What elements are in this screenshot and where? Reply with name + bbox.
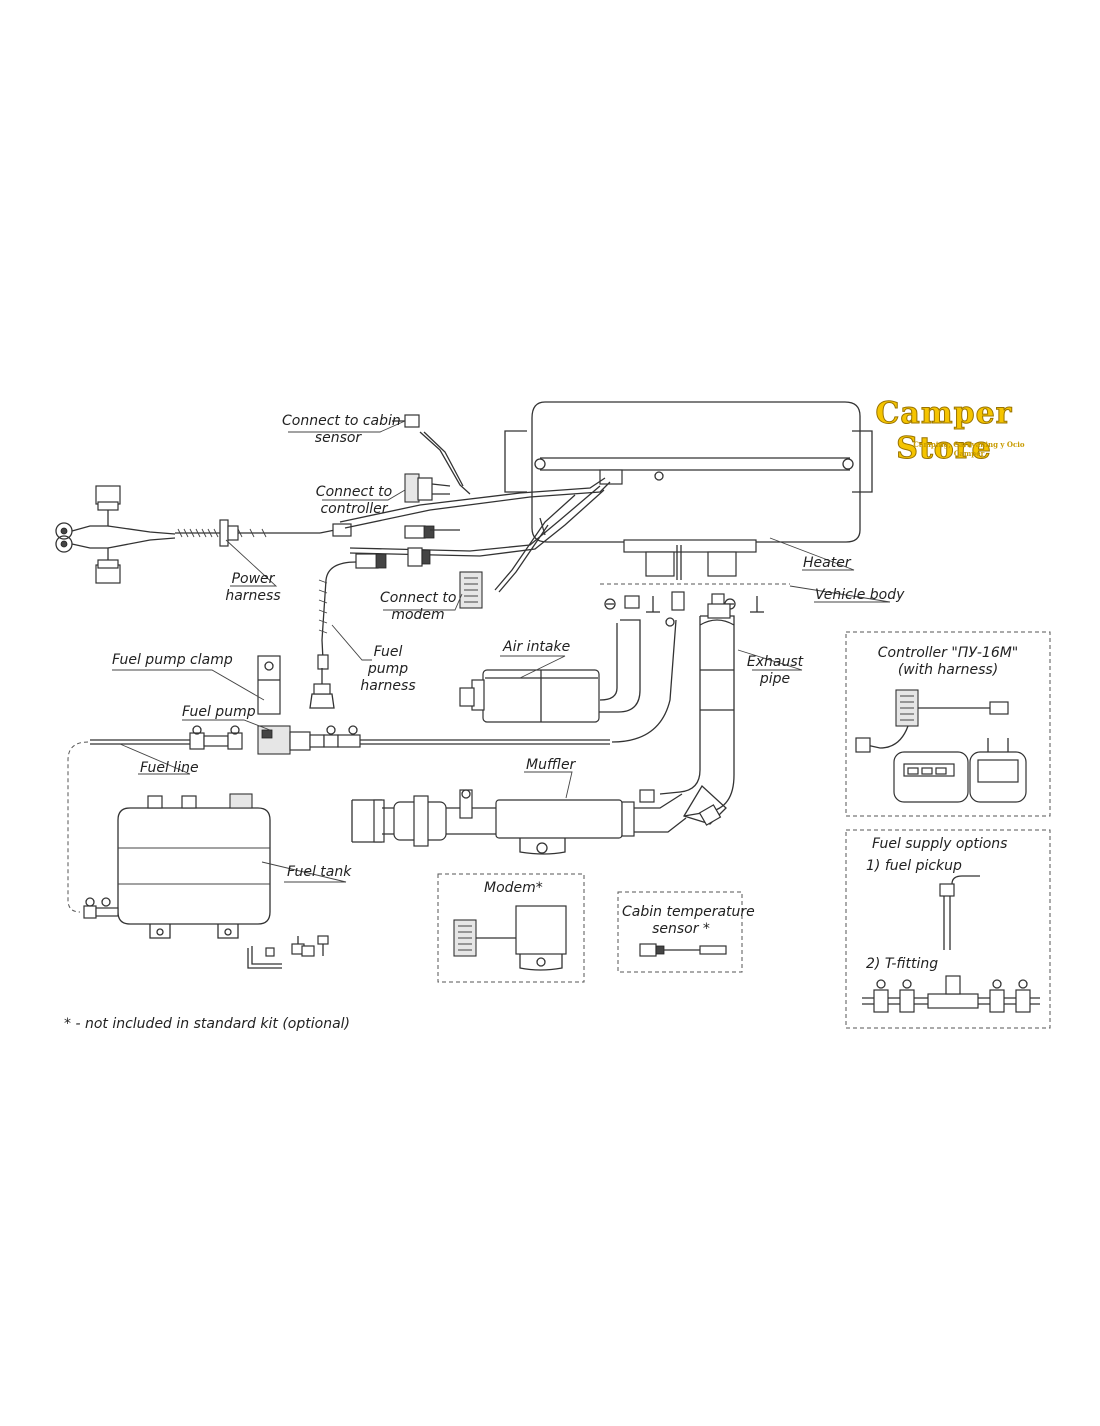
fuel-pump-clamp [257, 655, 281, 715]
power-harness [55, 485, 352, 584]
footnote: * - not included in standard kit (option… [64, 1016, 350, 1032]
heater-unit [504, 401, 873, 580]
modem-box [437, 873, 585, 983]
fuel-line [67, 619, 677, 913]
fuel-pump [189, 725, 361, 755]
controller-box [845, 631, 1051, 817]
label-fuel-tank: Fuel tank [287, 864, 352, 880]
label-t-fitting: 2) T-fitting [866, 956, 939, 972]
cabin-sensor [639, 943, 727, 957]
heater-wiring [339, 414, 611, 609]
label-fuel-line: Fuel line [140, 760, 199, 776]
fuel-tank [83, 793, 271, 939]
label-fuel-pickup: 1) fuel pickup [866, 858, 962, 874]
ground-symbols [604, 591, 764, 627]
label-modem: Modem* [484, 880, 543, 896]
t-fitting [862, 975, 1040, 1013]
label-fuel-supply-options: Fuel supply options [872, 836, 1008, 852]
label-controller: Controller "ПУ-16М"(with harness) [877, 645, 1019, 678]
label-air-intake: Air intake [503, 639, 571, 655]
label-fuel-pump: Fuel pump [182, 704, 256, 720]
leader-lines [112, 420, 891, 883]
label-fuel-pump-clamp: Fuel pump clamp [112, 652, 233, 668]
label-heater: Heater [803, 555, 851, 571]
modem [453, 905, 567, 971]
mounting-hardware [247, 935, 329, 969]
fuel-supply-box [845, 829, 1051, 1029]
cabin-sensor-box [617, 891, 743, 973]
fuel-pickup [939, 875, 980, 950]
camper-store-logo: Camper Store [875, 396, 1013, 467]
muffler [351, 789, 687, 855]
label-muffler: Muffler [526, 757, 576, 773]
exhaust-pipe [659, 603, 735, 826]
fuel-pump-harness [309, 553, 387, 709]
controller [855, 689, 1027, 803]
camper-store-tagline: Camping, Caravaning y Ocio Camper [913, 440, 1025, 458]
air-intake [459, 619, 641, 723]
label-vehicle-body: Vehicle body [815, 587, 905, 603]
